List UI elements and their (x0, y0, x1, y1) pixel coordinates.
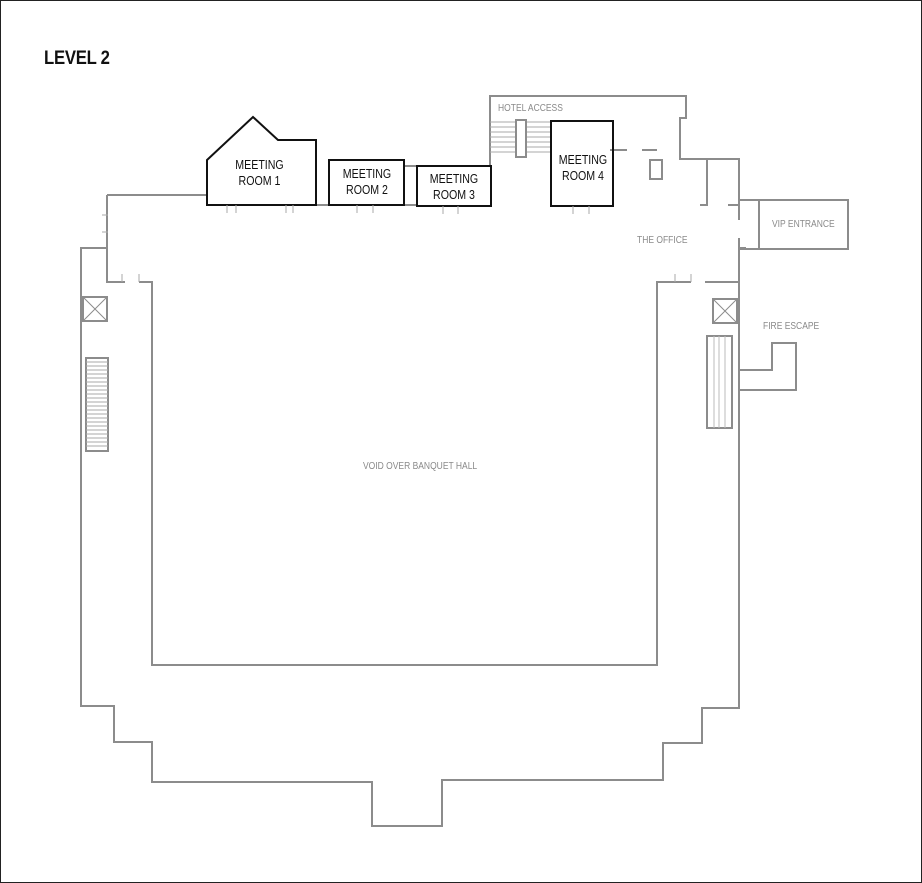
meeting-room-1-label-line1: MEETING (235, 158, 284, 172)
void-banquet-hall-label: VOID OVER BANQUET HALL (363, 461, 478, 472)
meeting-room-4-outline (550, 120, 614, 207)
meeting-room-4[interactable]: MEETING ROOM 4 (552, 152, 615, 184)
meeting-room-4-label-line1: MEETING (558, 153, 608, 167)
meeting-room-3-label-line2: ROOM 3 (433, 188, 475, 202)
meeting-room-2-outline (328, 159, 405, 206)
fire-escape-label: FIRE ESCAPE (763, 321, 820, 332)
office-partitions (700, 159, 746, 249)
meeting-room-2-label-line1: MEETING (342, 167, 392, 181)
vip-entrance-box (758, 199, 849, 250)
vip-entrance-label: VIP ENTRANCE (772, 219, 835, 230)
the-office-label: THE OFFICE (637, 235, 688, 246)
hotel-access-label: HOTEL ACCESS (498, 103, 563, 114)
lift-right (712, 298, 738, 324)
meeting-room-3[interactable]: MEETING ROOM 3 (423, 171, 486, 203)
meeting-room-2-label-line2: ROOM 2 (346, 183, 388, 197)
fire-escape-outline (739, 342, 797, 391)
left-wing (106, 248, 125, 283)
meeting-room-1-outline (206, 115, 317, 206)
meeting-room-2[interactable]: MEETING ROOM 2 (336, 166, 399, 198)
meeting-room-1-label-line2: ROOM 1 (238, 174, 281, 188)
lift-left (82, 296, 108, 322)
office-pillar (649, 159, 663, 180)
meeting-room-1[interactable]: MEETING ROOM 1 (228, 157, 292, 189)
meeting-room-4-label-line2: ROOM 4 (562, 169, 604, 183)
meeting-room-3-outline (416, 165, 492, 207)
stairs-left (85, 357, 109, 452)
meeting-room-3-label-line1: MEETING (429, 172, 479, 186)
level-title: LEVEL 2 (44, 48, 110, 69)
